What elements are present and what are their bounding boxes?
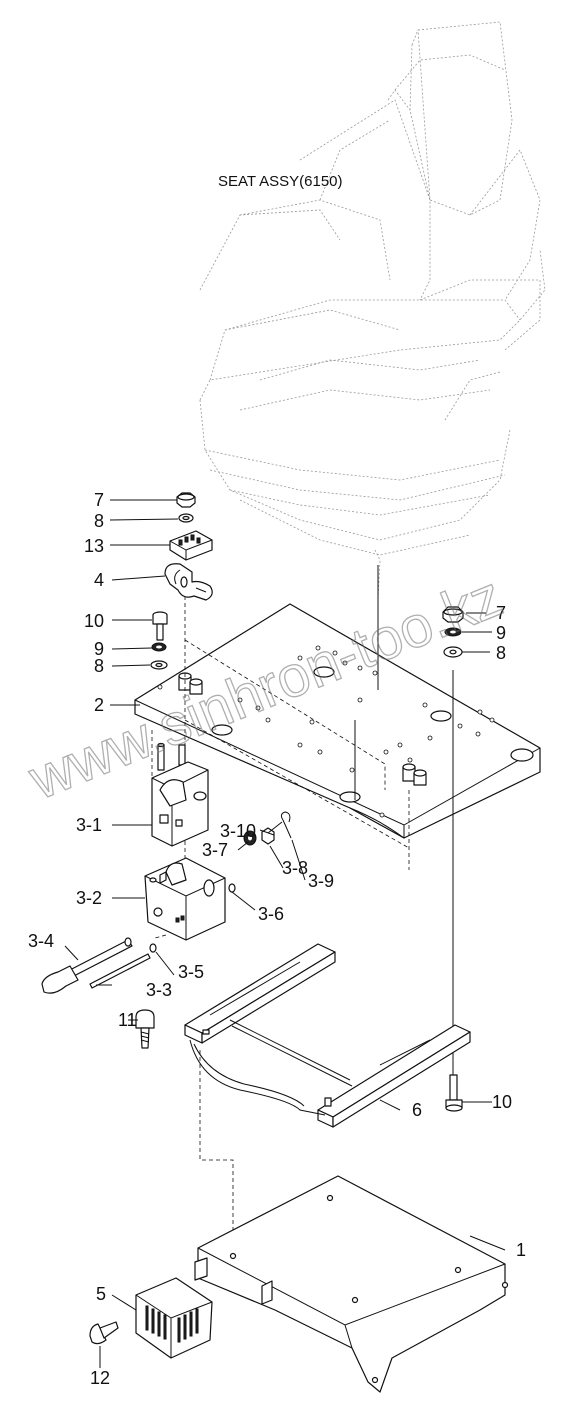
left-fastener-stack (150, 492, 213, 670)
bracket-part-3-2 (144, 857, 226, 941)
assembly-centerlines (151, 565, 454, 1250)
callout-10-left: 10 (84, 611, 104, 631)
callout-3-1: 3-1 (76, 815, 102, 835)
callout-9-right: 9 (496, 623, 506, 643)
callout-8-left-top: 8 (94, 511, 104, 531)
bolt-part-11 (135, 1009, 155, 1049)
callout-4: 4 (94, 570, 104, 590)
callout-3-7: 3-7 (202, 840, 228, 860)
callout-9-left: 9 (94, 639, 104, 659)
diagram-title: SEAT ASSY(6150) (218, 173, 343, 190)
callout-6: 6 (412, 1100, 422, 1120)
callout-3-2: 3-2 (76, 888, 102, 908)
seat-phantom-outline (199, 21, 546, 601)
callout-3-5: 3-5 (178, 962, 204, 982)
leader-lines (64, 499, 506, 1368)
callout-3-9: 3-9 (308, 871, 334, 891)
grille-part-5 (135, 1277, 213, 1359)
slide-rails-part-6 (184, 943, 471, 1128)
callout-8-right: 8 (496, 643, 506, 663)
plate-holes (157, 645, 495, 818)
right-fastener-stack (442, 606, 464, 1112)
callout-10-right: 10 (492, 1092, 512, 1112)
callout-3-6: 3-6 (258, 904, 284, 924)
callout-3-8: 3-8 (282, 858, 308, 878)
base-part-1 (194, 1175, 509, 1393)
callout-labels: SEAT ASSY(6150) 7 8 13 4 10 9 8 2 3-1 3-… (28, 173, 526, 1388)
callout-11: 11 (118, 1010, 137, 1030)
callout-5: 5 (96, 1284, 106, 1304)
callout-8-left-low: 8 (94, 656, 104, 676)
rods-3-3-3-4 (41, 937, 151, 994)
callout-7-left: 7 (94, 490, 104, 510)
callout-3-3: 3-3 (146, 980, 172, 1000)
lever-bracket-part-3-1 (151, 742, 209, 847)
callout-3-10: 3-10 (220, 821, 256, 841)
callout-12: 12 (90, 1368, 110, 1388)
callout-3-4: 3-4 (28, 931, 54, 951)
callout-13: 13 (84, 536, 104, 556)
callout-2: 2 (94, 695, 104, 715)
seat-plate-part-2 (134, 603, 541, 839)
callout-1: 1 (516, 1240, 526, 1260)
screw-part-12 (89, 1321, 119, 1345)
callout-7-right: 7 (496, 603, 506, 623)
